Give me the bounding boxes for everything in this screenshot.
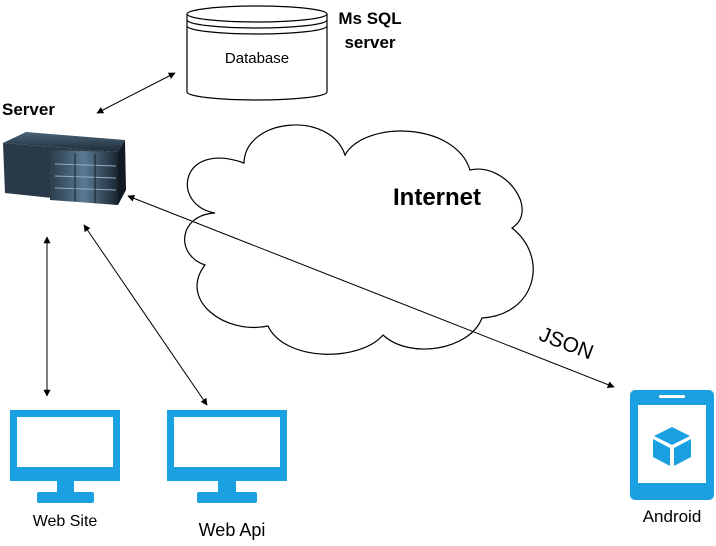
webapi-label: Web Api — [198, 520, 266, 540]
database-label: Database — [224, 50, 290, 67]
database-cylinder — [186, 5, 328, 101]
server-label: Server — [2, 100, 55, 119]
webapi-monitor-icon — [167, 410, 287, 503]
server-webapi-connector — [83, 224, 208, 406]
server-android-connector — [127, 195, 615, 388]
internet-label: Internet — [392, 184, 482, 211]
website-monitor-icon — [10, 410, 120, 503]
internet-cloud — [184, 124, 534, 355]
server-rack-icon — [3, 132, 126, 205]
android-label: Android — [642, 507, 702, 526]
android-tablet-icon — [630, 390, 714, 500]
db-caption-line1: Ms SQL — [338, 9, 402, 28]
website-label: Web Site — [32, 513, 98, 530]
db-caption-line2: server — [344, 33, 396, 52]
cube-icon — [653, 427, 691, 466]
db-server-connector — [96, 72, 176, 114]
